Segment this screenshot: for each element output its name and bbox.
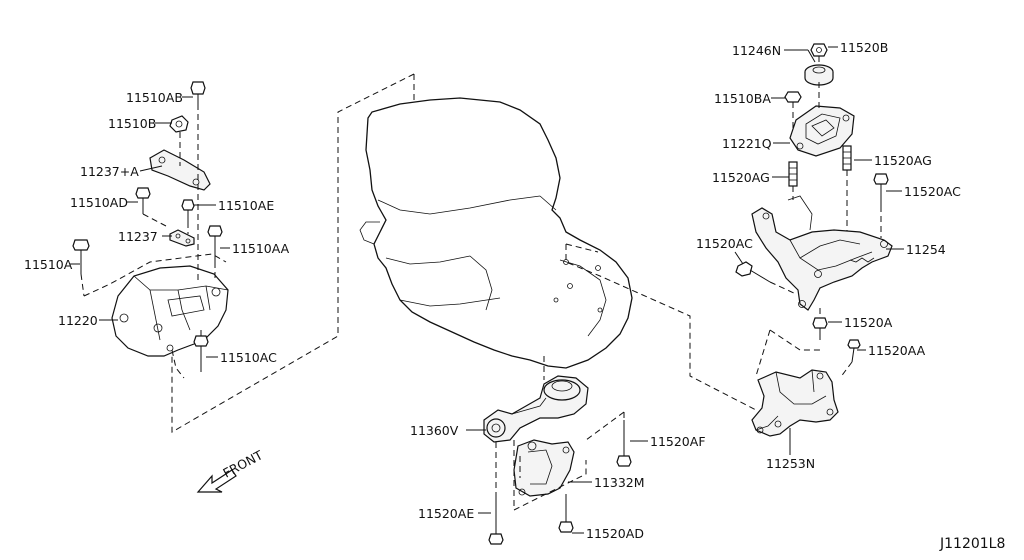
bolt-11520ad — [558, 494, 574, 533]
callout-11510ab: 11510AB — [126, 90, 183, 105]
cap-11246n — [804, 64, 834, 86]
callout-11510aa: 11510AA — [232, 241, 290, 256]
callout-11510a: 11510A — [24, 257, 73, 272]
mount-11220 — [111, 265, 229, 357]
engine-block — [359, 97, 633, 369]
callout-11520ac-left: 11520AC — [696, 236, 753, 251]
callout-labels: 11510AB 11510B 11237+A 11510AD 11510AE 1… — [24, 40, 961, 541]
right-mount-assembly — [735, 43, 893, 437]
callout-11520ac-right: 11520AC — [904, 184, 961, 199]
diagram-id: J11201L8 — [939, 536, 1005, 552]
callout-11520ag-left: 11520AG — [712, 170, 770, 185]
front-arrow-icon — [196, 469, 237, 493]
engine-dash-lines — [171, 73, 757, 433]
bracket-11254 — [751, 195, 893, 311]
bolt-11520ac-left — [735, 261, 797, 295]
stud-11520ag-left — [788, 161, 798, 200]
nut-11510b — [169, 115, 189, 166]
bolt-11510ae — [181, 199, 195, 234]
callout-11510ae: 11510AE — [218, 198, 274, 213]
bolt-11520aa — [839, 339, 861, 379]
callout-11253n: 11253N — [766, 456, 815, 471]
bolt-11520af — [585, 411, 632, 467]
callout-11520af: 11520AF — [650, 434, 706, 449]
bottom-mount-assembly — [483, 375, 632, 545]
bolt-11520a — [812, 308, 828, 340]
callout-11510b: 11510B — [108, 116, 156, 131]
callout-11520ae: 11520AE — [418, 506, 474, 521]
callout-11254: 11254 — [906, 242, 946, 257]
nut-11520b — [810, 43, 828, 62]
callout-11237: 11237 — [118, 229, 158, 244]
callout-11520ad: 11520AD — [586, 526, 644, 541]
callout-11520aa: 11520AA — [868, 343, 926, 358]
bolt-11510a — [72, 239, 90, 297]
bolt-11520ae — [488, 442, 504, 545]
callout-11246n: 11246N — [732, 43, 781, 58]
torque-rod-11360v — [483, 375, 589, 443]
stud-11520ag-right — [842, 145, 852, 240]
bracket-11332m — [513, 439, 575, 497]
bolt-11520ac-right — [873, 173, 889, 238]
front-label: FRONT — [220, 447, 265, 480]
callout-11221q: 11221Q — [722, 136, 772, 151]
callout-11520b: 11520B — [840, 40, 888, 55]
callout-11237a: 11237+A — [80, 164, 139, 179]
insulator-11221q — [789, 105, 855, 157]
callout-11360v: 11360V — [410, 423, 459, 438]
callout-11520a: 11520A — [844, 315, 893, 330]
bracket-11253n — [751, 369, 839, 437]
plate-11237 — [169, 229, 195, 247]
callout-11332m: 11332M — [594, 475, 645, 490]
callout-11510ac: 11510AC — [220, 350, 277, 365]
leader-lines — [70, 46, 904, 534]
callout-11510ad: 11510AD — [70, 195, 128, 210]
bolt-11510ac — [193, 330, 209, 372]
nut-11510ba — [784, 91, 802, 130]
bolt-11510aa — [207, 225, 223, 282]
callout-11510ba: 11510BA — [714, 91, 771, 106]
left-bolts — [72, 81, 223, 372]
callout-11220: 11220 — [58, 313, 98, 328]
bolt-11510ab — [190, 81, 206, 280]
callout-11520ag-right: 11520AG — [874, 153, 932, 168]
bolt-11510ad — [135, 187, 167, 227]
